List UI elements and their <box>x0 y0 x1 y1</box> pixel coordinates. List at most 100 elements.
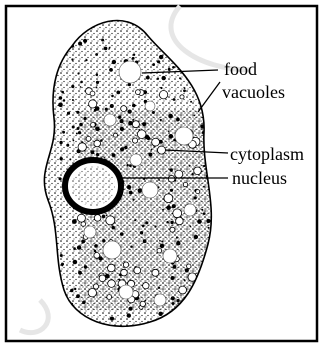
cytoplasm-granule <box>170 168 173 171</box>
cytoplasm-vesicle <box>132 121 139 128</box>
cytoplasm-granule <box>194 196 197 199</box>
cytoplasm-granule <box>73 140 75 142</box>
cytoplasm-vesicle <box>196 190 200 194</box>
cytoplasm-vesicle <box>168 176 175 183</box>
cytoplasm-granule <box>172 302 175 305</box>
cytoplasm-granule <box>95 127 100 132</box>
cytoplasm-granule <box>129 191 133 195</box>
cytoplasm-vesicle <box>86 136 91 141</box>
cytoplasm-granule <box>157 78 159 80</box>
cytoplasm-granule <box>63 99 65 101</box>
cytoplasm-granule <box>62 265 64 267</box>
cytoplasm-vesicle <box>187 264 191 268</box>
label-vacuoles: vacuoles <box>222 82 285 102</box>
cytoplasm-granule <box>112 226 115 229</box>
cytoplasm-granule <box>152 111 155 114</box>
cytoplasm-granule <box>129 307 133 311</box>
label-food: food <box>224 59 257 79</box>
food-vacuole <box>119 61 141 83</box>
cytoplasm-granule <box>170 221 173 224</box>
cytoplasm-granule <box>77 72 79 74</box>
cytoplasm-vesicle <box>91 123 96 128</box>
cytoplasm-granule <box>190 101 192 103</box>
cytoplasm-granule <box>76 133 78 135</box>
cytoplasm-granule <box>176 236 178 238</box>
cytoplasm-vesicle <box>78 143 86 151</box>
cytoplasm-granule <box>109 47 111 49</box>
cytoplasm-vesicle <box>133 138 138 143</box>
cytoplasm-granule <box>77 127 80 130</box>
cytoplasm-vesicle <box>188 299 192 303</box>
cytoplasm-granule <box>60 254 63 257</box>
cytoplasm-granule <box>203 165 205 167</box>
cytoplasm-vesicle <box>121 106 127 112</box>
cytoplasm-granule <box>142 225 145 228</box>
cytoplasm-vesicle <box>164 194 173 203</box>
cytoplasm-vesicle <box>94 140 101 147</box>
food-vacuole <box>154 294 166 306</box>
cytoplasm-granule <box>73 260 78 265</box>
cytoplasm-vesicle <box>152 269 159 276</box>
cytoplasm-granule <box>66 144 69 147</box>
cytoplasm-granule <box>94 109 97 112</box>
cytoplasm-granule <box>132 104 136 108</box>
cytoplasm-vesicle <box>121 269 128 276</box>
cytoplasm-granule <box>71 58 73 60</box>
cytoplasm-granule <box>118 116 121 119</box>
cytoplasm-granule <box>128 83 131 86</box>
cytoplasm-vesicle <box>94 253 100 259</box>
cytoplasm-granule <box>109 68 113 72</box>
cytoplasm-granule <box>159 55 163 59</box>
cytoplasm-granule <box>96 153 99 156</box>
cytoplasm-granule <box>184 279 186 281</box>
cytoplasm-granule <box>177 322 179 324</box>
cytoplasm-granule <box>166 205 171 210</box>
cytoplasm-granule <box>185 268 189 272</box>
cytoplasm-granule <box>189 165 191 167</box>
food-vacuole <box>103 241 121 259</box>
cytoplasm-granule <box>140 231 143 234</box>
cytoplasm-granule <box>204 293 206 295</box>
cytoplasm-vesicle <box>183 182 187 186</box>
food-vacuole <box>145 101 155 111</box>
cytoplasm-granule <box>171 296 175 300</box>
food-vacuole <box>119 285 133 299</box>
cytoplasm-granule <box>209 43 211 45</box>
cytoplasm-granule <box>120 232 124 236</box>
cytoplasm-granule <box>160 244 165 249</box>
cytoplasm-granule <box>170 189 173 192</box>
cytoplasm-vesicle <box>137 130 146 139</box>
cytoplasm-granule <box>112 60 116 64</box>
cytoplasm-granule <box>78 271 82 275</box>
cytoplasm-granule <box>173 98 176 101</box>
food-vacuole <box>163 249 177 263</box>
cytoplasm-granule <box>67 112 70 115</box>
cytoplasm-vesicle <box>175 170 183 178</box>
cytoplasm-granule <box>128 110 132 114</box>
cytoplasm-granule <box>192 309 195 312</box>
pointer-food-vacuole-2 <box>198 82 220 112</box>
cytoplasm-granule <box>84 117 87 120</box>
cytoplasm-granule <box>80 81 83 84</box>
cytoplasm-granule <box>104 47 108 51</box>
cytoplasm-granule <box>165 318 167 320</box>
cytoplasm-granule <box>162 76 166 80</box>
cytoplasm-granule <box>110 104 114 108</box>
cytoplasm-vesicle <box>77 214 85 222</box>
cytoplasm-granule <box>172 46 175 49</box>
cytoplasm-granule <box>184 87 186 89</box>
cytoplasm-granule <box>173 265 177 269</box>
cytoplasm-vesicle <box>180 95 184 99</box>
cytoplasm-granule <box>194 235 198 239</box>
cytoplasm-granule <box>94 244 98 248</box>
cytoplasm-granule <box>81 240 85 244</box>
cytoplasm-granule <box>162 209 164 211</box>
cytoplasm-vesicle <box>108 264 116 272</box>
cytoplasm-granule <box>197 87 199 89</box>
cytoplasm-granule <box>127 313 131 317</box>
cytoplasm-granule <box>76 111 79 114</box>
cytoplasm-granule <box>208 227 210 229</box>
cytoplasm-granule <box>95 53 98 56</box>
